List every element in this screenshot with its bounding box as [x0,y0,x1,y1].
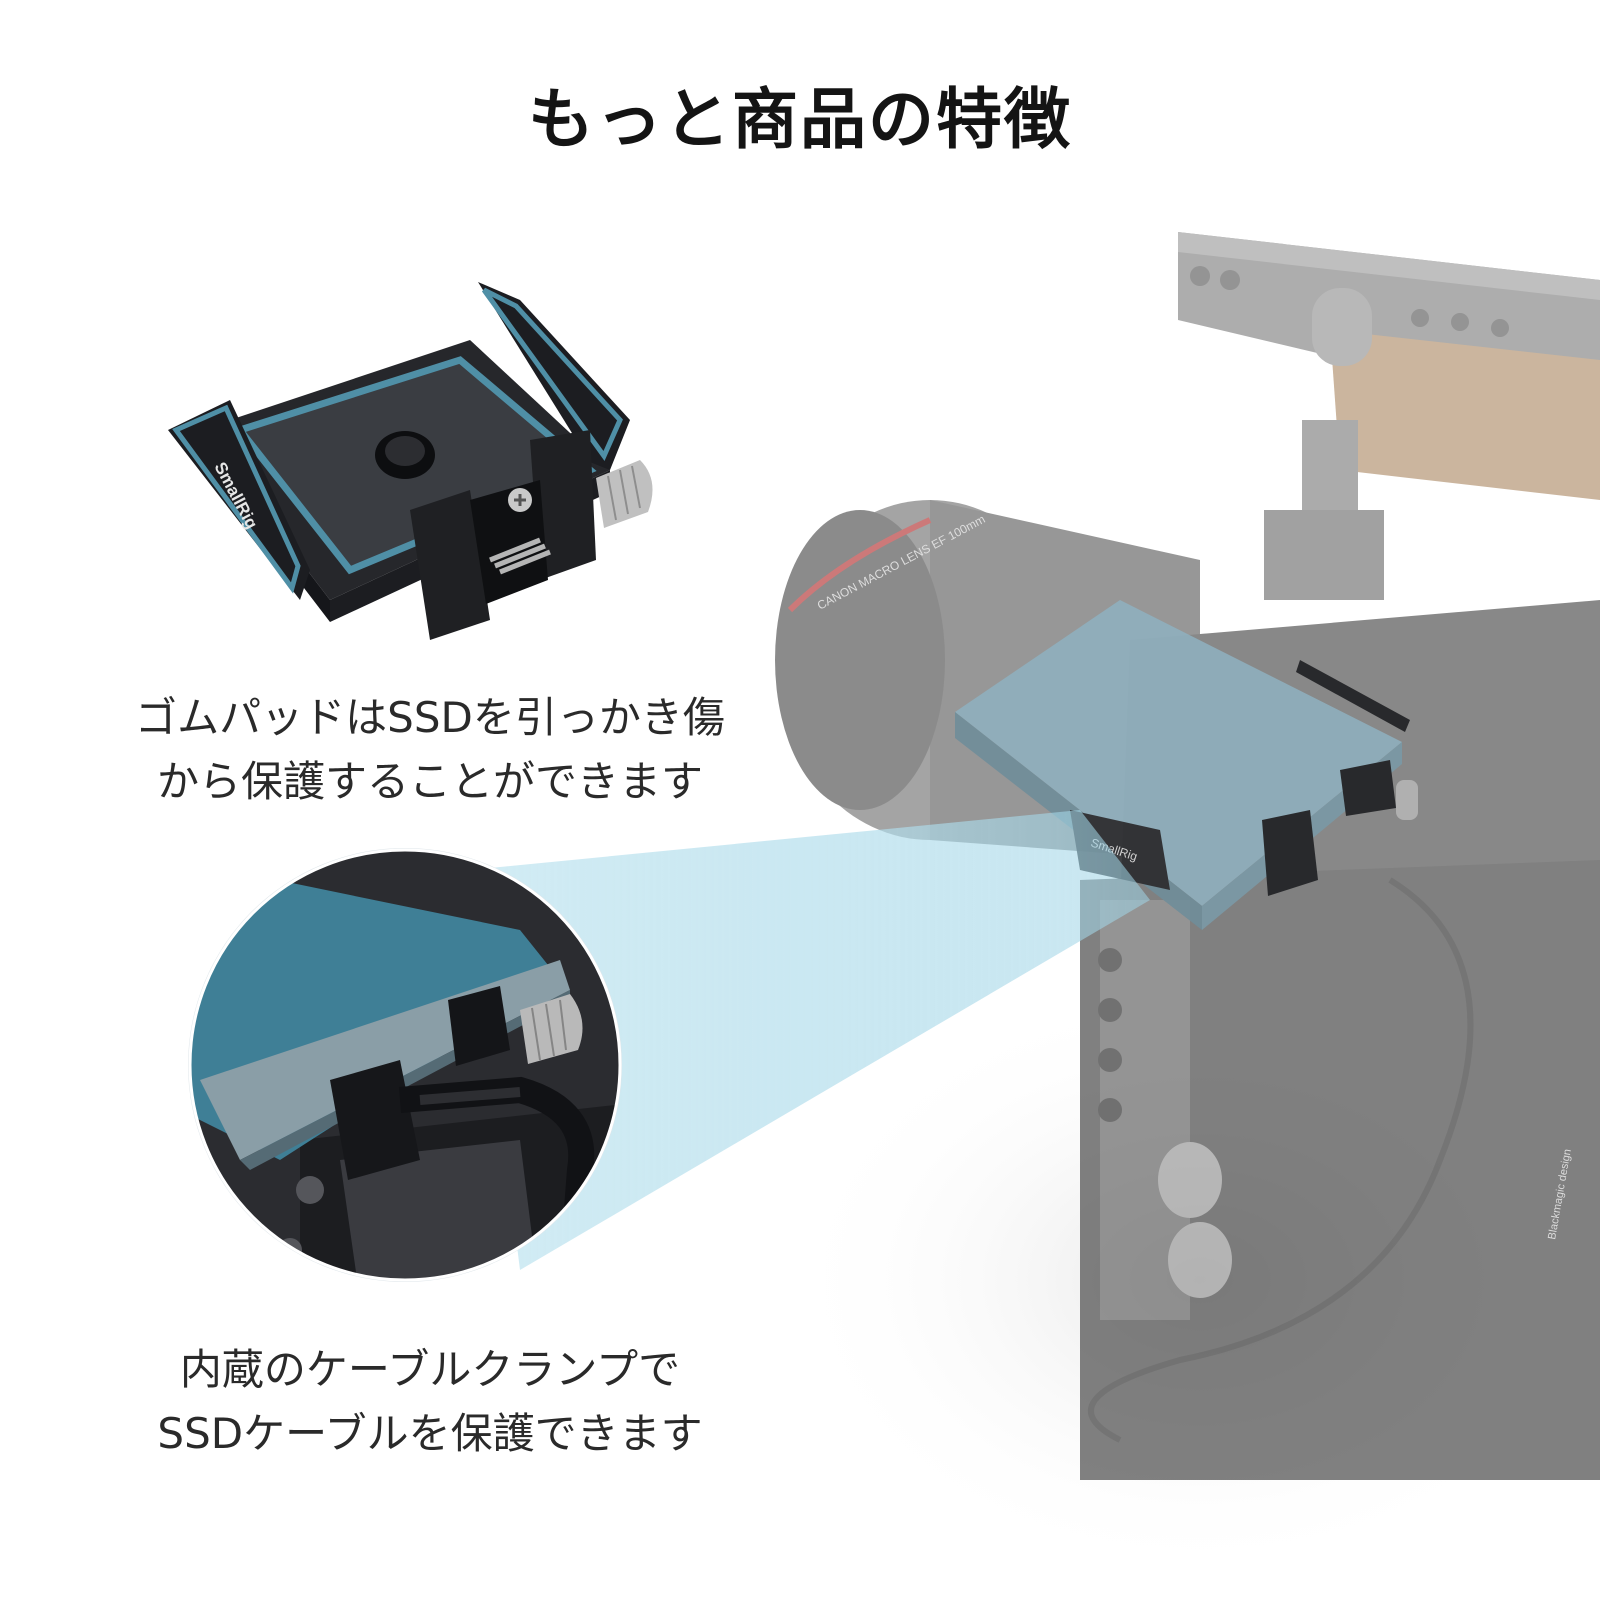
highlight-beam [470,810,1150,1270]
knurled-knob-icon [1312,288,1372,366]
feature-caption-cable-clamp: 内蔵のケーブルクランプで SSDケーブルを保護できます [157,1345,703,1458]
cable-clamp-detail-image [188,848,622,1282]
feature-caption-rubber-pad: ゴムパッドはSSDを引っかき傷 から保護することができます [135,693,725,806]
ssd-clamp-product-image: SmallRig [168,282,653,640]
page-title: もっと商品の特徴 [528,81,1072,158]
